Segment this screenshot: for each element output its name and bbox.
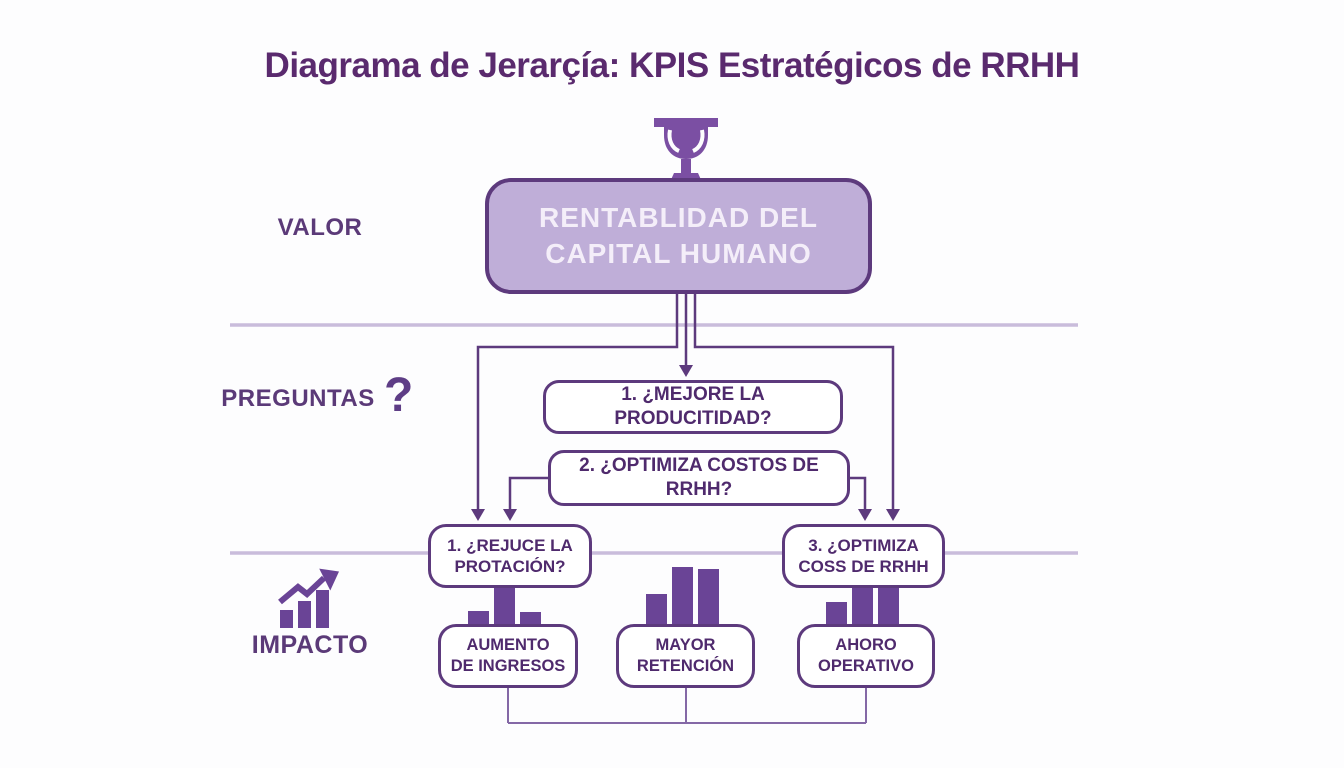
node-impact-ahorro-line2: OPERATIVO	[818, 657, 914, 675]
node-root-line1: RENTABLIDAD DEL	[539, 201, 818, 233]
node-impact-ahorro: AHORO OPERATIVO	[797, 624, 935, 688]
bar-chart-icon-ahorro	[826, 577, 899, 624]
node-question-optimiza-line2: COSS DE RRHH	[798, 557, 929, 576]
node-impact-ahorro-line1: AHORO	[835, 636, 897, 655]
node-question-optimiza: 3. ¿OPTIMIZA COSS DE RRHH	[782, 524, 945, 588]
bottom-bracket	[507, 682, 867, 724]
node-impact-retencion-line1: MAYOR	[655, 636, 716, 655]
growth-chart-icon	[278, 568, 340, 628]
node-question-rotacion-line2: PROTACIÓN?	[454, 557, 566, 576]
bar-chart-icon-ingresos	[468, 587, 541, 624]
page-title: Diagrama de Jerarçía: KPIS Estratégicos …	[264, 46, 1080, 85]
arrowheads	[471, 365, 900, 521]
node-question-productividad-label: 1. ¿MEJORE LA PRODUCITIDAD?	[614, 384, 772, 429]
row-label-valor: VALOR	[277, 214, 363, 241]
trophy-icon	[654, 118, 718, 182]
bar-chart-icon-retencion	[646, 567, 719, 624]
row-label-preguntas: PREGUNTAS	[221, 385, 375, 412]
node-question-optimiza-line1: 3. ¿OPTIMIZA	[808, 535, 919, 555]
node-question-productividad: 1. ¿MEJORE LA PRODUCITIDAD?	[543, 380, 843, 434]
node-impact-retencion: MAYOR RETENCIÓN	[616, 624, 755, 688]
node-impact-retencion-line2: RETENCIÓN	[636, 657, 735, 675]
node-impact-ingresos-line1: AUMENTO	[466, 636, 550, 655]
question-mark-icon: ?	[384, 369, 414, 422]
node-question-costos-label: 2. ¿OPTIMIZA COSTOS DE RRHH?	[579, 455, 819, 500]
node-rentabilidad-capital-humano: RENTABLIDAD DEL CAPITAL HUMANO	[485, 178, 872, 294]
root-branches	[476, 292, 895, 510]
node-question-rotacion: 1. ¿REJUCE LA PROTACIÓN?	[428, 524, 592, 588]
node-impact-ingresos-line2: DE INGRESOS	[450, 657, 566, 675]
row-label-impacto: IMPACTO	[251, 631, 369, 659]
node-question-costos: 2. ¿OPTIMIZA COSTOS DE RRHH?	[548, 450, 850, 506]
node-question-rotacion-line1: 1. ¿REJUCE LA	[447, 535, 573, 555]
node-root-line2: CAPITAL HUMANO	[545, 238, 812, 269]
node-impact-ingresos: AUMENTO DE INGRESOS	[438, 624, 578, 688]
